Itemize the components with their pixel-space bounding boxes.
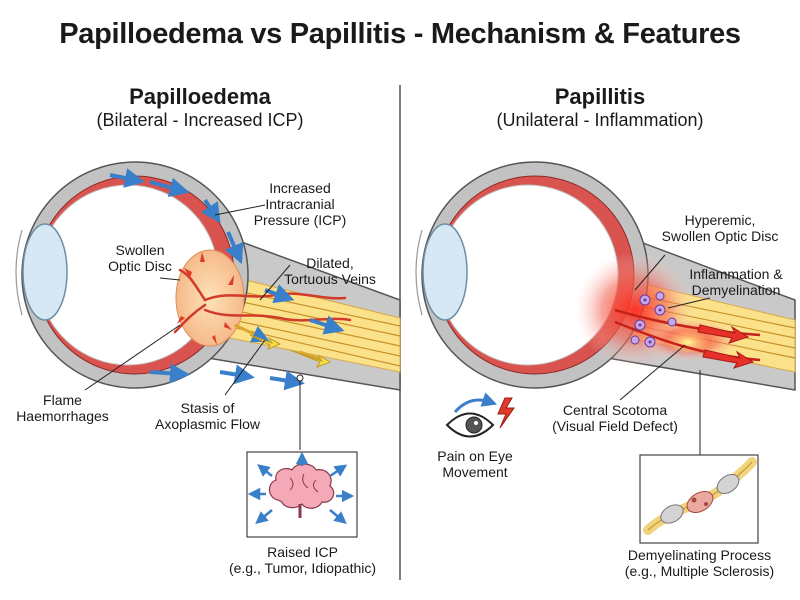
page-title: Papilloedema vs Papillitis - Mechanism &…: [59, 18, 741, 50]
label-dilated-veins: Dilated,Tortuous Veins: [284, 255, 376, 287]
papilloedema-title: Papilloedema: [129, 84, 271, 109]
raised-icp-box: [246, 451, 358, 538]
nerve-fiber-icon: [643, 457, 757, 535]
papillitis-title: Papillitis: [554, 84, 646, 109]
label-inflammation-demyelination: Inflammation &Demyelination: [689, 266, 783, 298]
papillitis-subtitle: (Unilateral - Inflammation): [496, 110, 704, 130]
demyelinating-box: [639, 454, 759, 544]
lightning-icon: [497, 397, 515, 429]
brain-icon: [268, 463, 335, 518]
label-central-scotoma: Central Scotoma(Visual Field Defect): [552, 402, 678, 434]
papillitis-eye: [415, 161, 796, 455]
papilloedema-eye: [15, 161, 401, 450]
label-hyperemic-disc: Hyperemic,Swollen Optic Disc: [661, 212, 779, 244]
papilloedema-subtitle: (Bilateral - Increased ICP): [96, 110, 304, 130]
label-raised-icp: Raised ICP(e.g., Tumor, Idiopathic): [228, 544, 377, 576]
eye-icon: [445, 392, 498, 438]
label-demyelinating-process: Demyelinating Process(e.g., Multiple Scl…: [624, 547, 775, 579]
outward-arrows-icon: [247, 451, 355, 525]
